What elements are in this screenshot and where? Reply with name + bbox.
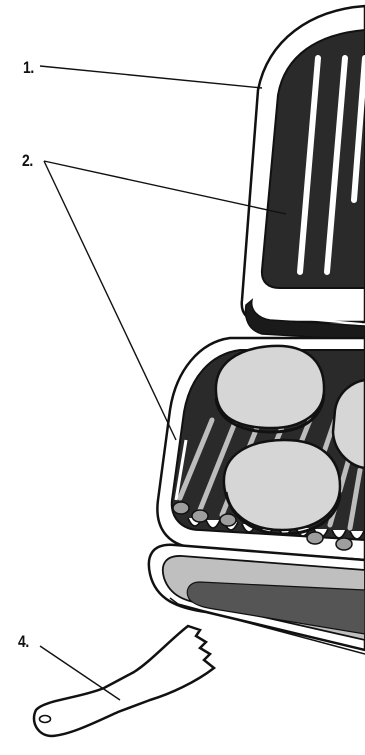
callout-4-label: 4.	[18, 632, 29, 652]
callout-1-label: 1.	[23, 58, 34, 78]
spatula	[34, 626, 214, 736]
callout-2-label: 2.	[22, 151, 33, 171]
grill-lid	[242, 6, 365, 340]
